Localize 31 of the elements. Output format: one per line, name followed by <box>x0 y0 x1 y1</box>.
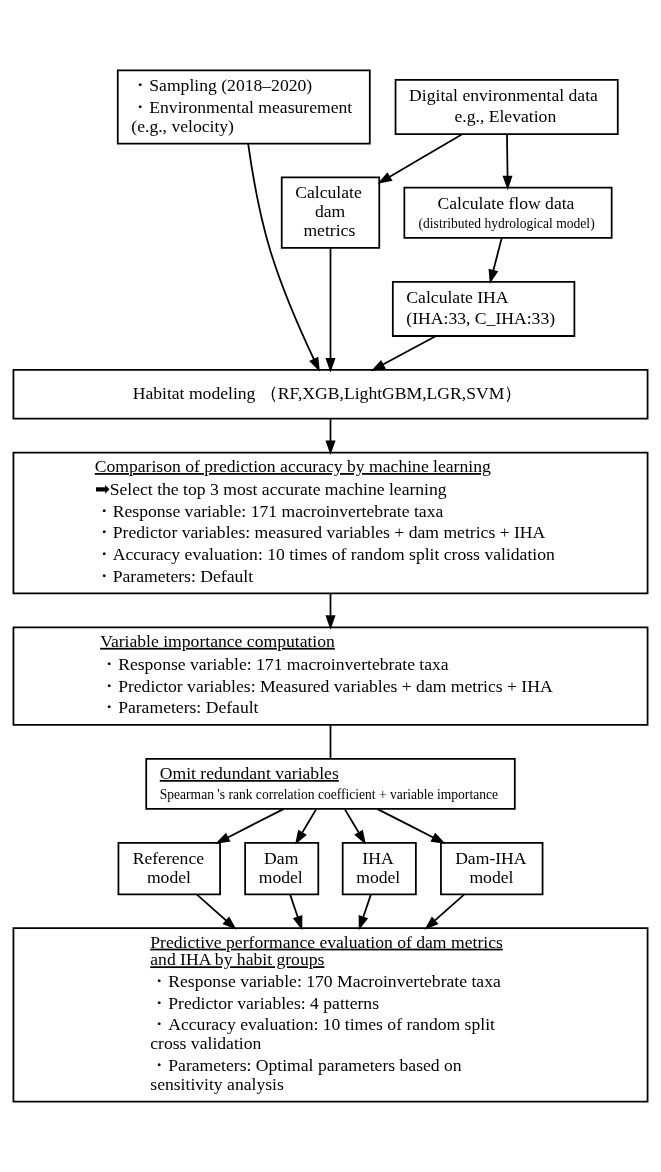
node-box: IHA model <box>341 841 417 896</box>
node-box: Omit redundant variables Spearman 's rank correlation coefficient + variable importance <box>145 757 516 810</box>
arrow <box>488 237 503 284</box>
connector <box>329 724 332 760</box>
node-box: Dam-IHA model <box>440 841 544 896</box>
arrow <box>325 417 336 455</box>
node-box: Dam model <box>244 841 320 896</box>
arrow <box>344 808 366 845</box>
arrow <box>289 894 303 931</box>
arrow <box>215 808 285 844</box>
arrow <box>325 247 336 373</box>
node-box: Calculate dam metrics <box>280 176 381 249</box>
arrow <box>377 133 464 184</box>
arrow <box>358 894 372 931</box>
arrow <box>424 893 465 930</box>
node-box: Reference model <box>117 841 221 896</box>
arrow <box>370 335 437 372</box>
node-box: Calculate IHA (IHA:33, C_IHA:33) <box>391 280 576 337</box>
arrow <box>502 133 513 191</box>
arrow <box>247 142 320 372</box>
arrow <box>295 808 317 845</box>
node-box: Calculate flow data (distributed hydrological model) <box>403 186 613 239</box>
node-box: Habitat modeling （RF,XGB,LightGBM,LGR,SVM） <box>12 369 649 420</box>
node-box: Comparison of prediction accuracy by machine learning ➡Select the top 3 most accurate machine learning ・Response variable: 171 macroinvertebrate taxa ・Predictor variables: measured variables + dam metrics + IHA ・Accuracy evaluation: 10 times of random split cross validation ・Parameters: Default <box>12 451 649 595</box>
node-box: ・Sampling (2018–2020) ・Environmental measurement (e.g., velocity) <box>116 69 371 145</box>
arrow <box>376 808 446 844</box>
node-box: Predictive performance evaluation of dam metrics and IHA by habit groups ・Response variable: 170 Macroinvertebrate taxa ・Predictor variables: 4 patterns ・Accuracy evaluation: 10 times of random split cross validation ・Parameters: Optimal parameters based on sensitivity analysis <box>12 927 649 1103</box>
arrow <box>196 893 237 930</box>
node-box: Digital environmental data e.g., Elevation <box>394 79 619 135</box>
arrow <box>325 592 336 630</box>
node-box: Variable importance computation ・Response variable: 171 macroinvertebrate taxa ・Predictor variables: Measured variables + dam metrics + IHA ・Parameters: Default <box>12 626 649 726</box>
